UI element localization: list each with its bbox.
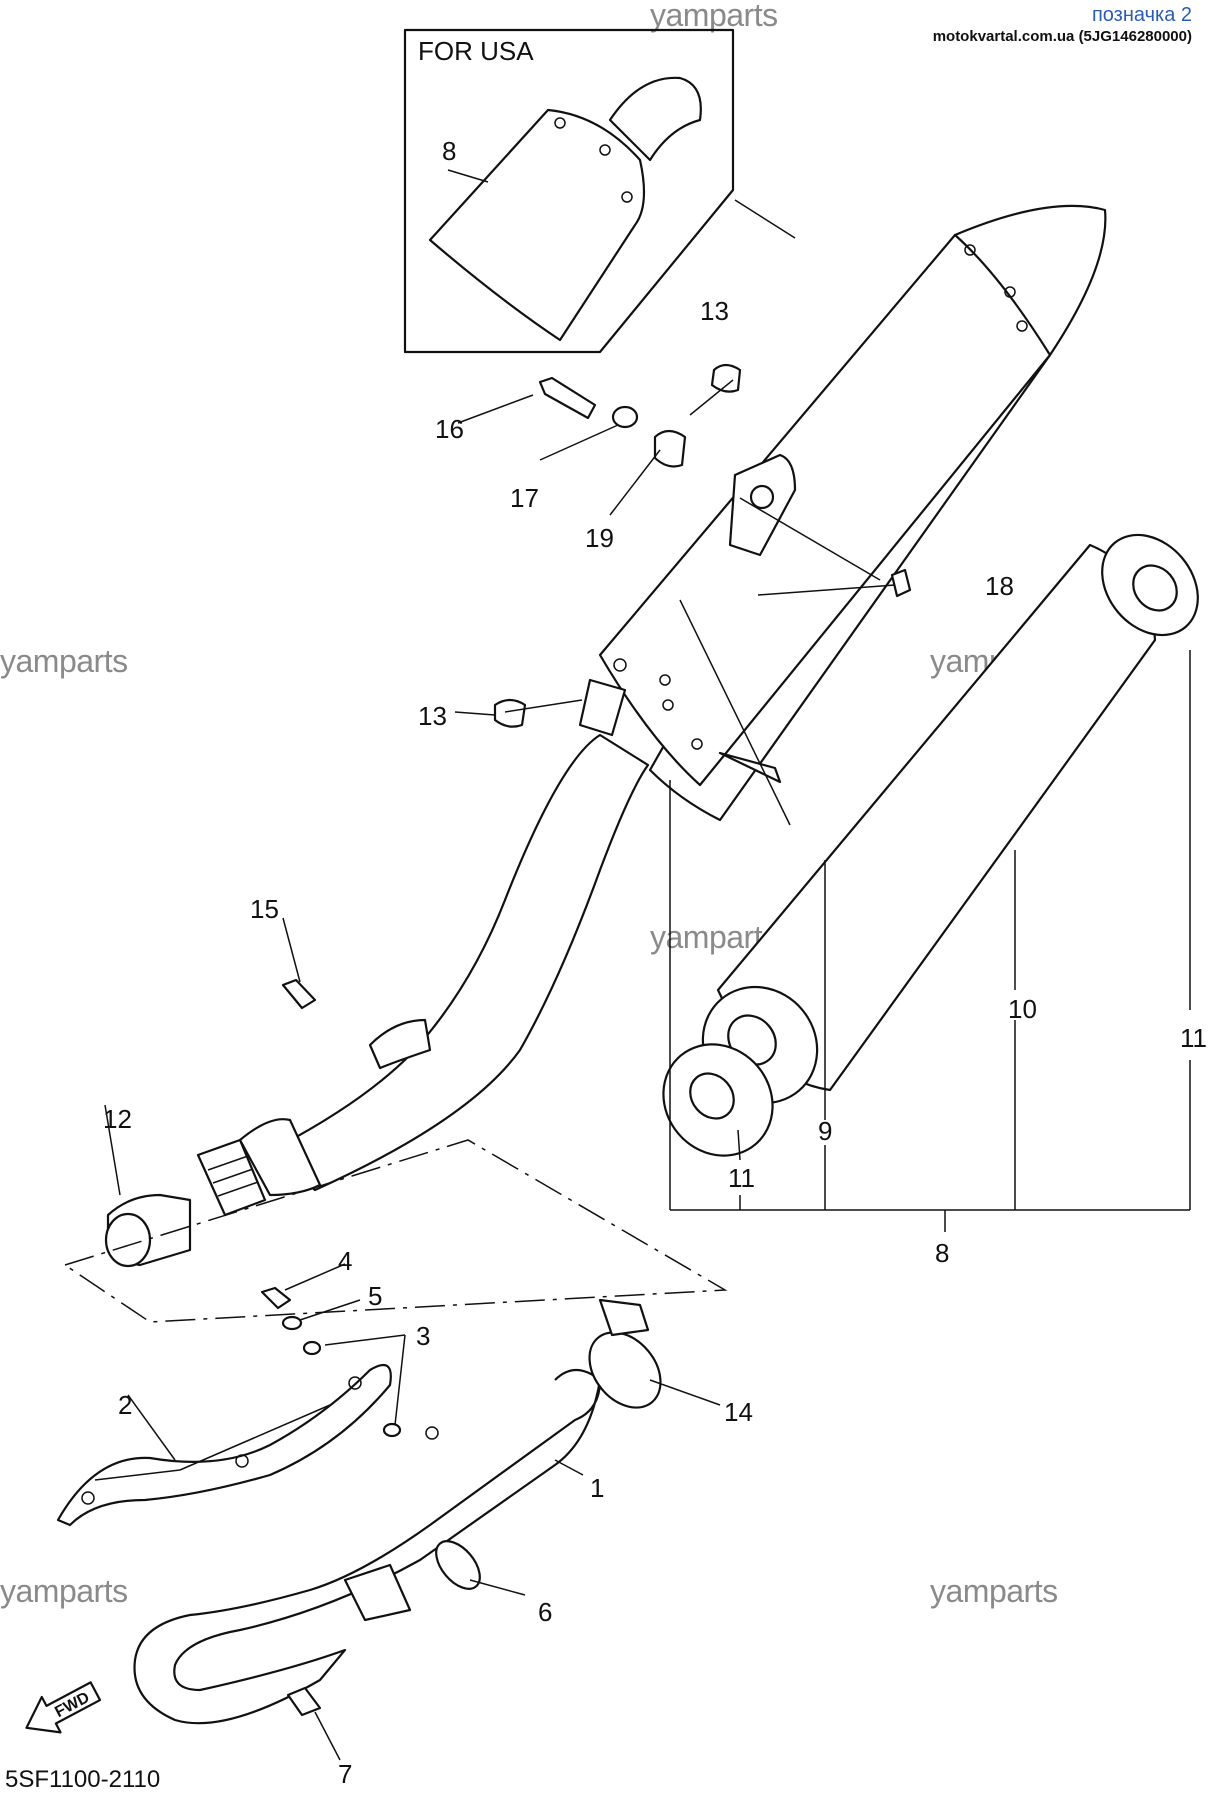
link-pipe-bracket — [368, 1018, 432, 1070]
link-pipe-body — [266, 733, 650, 1192]
pipe-joint-tab — [578, 678, 627, 737]
label-part-1: 1 — [590, 1473, 604, 1503]
part-3-washer-b — [382, 1422, 402, 1438]
label-part-11-lower: 11 — [728, 1163, 755, 1193]
label-part-8: 8 — [935, 1238, 949, 1268]
label-part-18: 18 — [985, 571, 1014, 601]
inset-label: FOR USA — [418, 36, 534, 66]
label-part-7: 7 — [338, 1759, 352, 1789]
label-part-15: 15 — [250, 894, 279, 924]
diagram-code: 5SF1100-2110 — [5, 1766, 160, 1793]
clamp-bolt-head — [598, 1298, 650, 1337]
part-16-bolt — [538, 376, 597, 420]
inset-part-8: 8 — [442, 136, 456, 166]
label-part-11-right: 11 — [1180, 1023, 1207, 1053]
label-part-13-mid: 13 — [418, 701, 447, 731]
heat-protector — [56, 1363, 392, 1527]
label-part-12: 12 — [103, 1104, 132, 1134]
inset-muffler-end — [428, 108, 646, 342]
exhaust-header-pipe — [133, 1368, 602, 1725]
gasket-12 — [104, 1193, 192, 1268]
label-part-6: 6 — [538, 1597, 552, 1627]
part-18-bolt — [890, 568, 912, 598]
label-part-2: 2 — [118, 1390, 132, 1420]
label-part-4: 4 — [338, 1246, 352, 1276]
link-pipe — [196, 678, 650, 1217]
part-5-washer — [281, 1315, 303, 1331]
muffler-body — [598, 233, 1052, 787]
header-link[interactable]: позначка 2 motokvartal.com.ua (5JG146280… — [933, 4, 1192, 48]
watermark-top: yamparts — [650, 0, 778, 33]
watermark-left-lower: yamparts — [0, 1573, 128, 1609]
part-3-washer-a — [302, 1340, 322, 1356]
label-part-17: 17 — [510, 483, 539, 513]
header-flange — [343, 1563, 412, 1622]
group-outline — [64, 1139, 728, 1323]
header-subtitle: motokvartal.com.ua (5JG146280000) — [932, 28, 1192, 45]
header-gasket-ring — [435, 1540, 481, 1590]
for-usa-inset: FOR USA 8 — [403, 28, 796, 354]
part-4-bolt — [260, 1286, 292, 1310]
label-part-13-top: 13 — [700, 296, 729, 326]
link-pipe-spring-clip — [196, 1138, 267, 1217]
label-part-16: 16 — [435, 414, 464, 444]
leader-lines — [104, 379, 1191, 1761]
watermark-right-lower: yamparts — [930, 1573, 1058, 1609]
part-15-bolt — [281, 978, 317, 1010]
link-pipe-collar — [238, 1118, 322, 1197]
label-part-5: 5 — [368, 1281, 382, 1311]
part-17-washer — [611, 405, 639, 429]
clamp-14 — [588, 1298, 662, 1409]
clamp-band — [588, 1331, 662, 1409]
watermark-left-upper: yamparts — [0, 643, 128, 679]
exhaust-header — [133, 1368, 602, 1725]
inset-frame — [403, 28, 735, 354]
inset-tailpipe — [608, 76, 702, 162]
part-13-lower-grommet — [493, 698, 527, 728]
fwd-arrow-icon: FWD — [25, 1681, 102, 1734]
silencer-core — [662, 533, 1199, 1157]
inset-leader — [447, 169, 489, 183]
label-part-3: 3 — [416, 1321, 430, 1351]
part-19-collar — [653, 429, 687, 468]
label-part-19: 19 — [585, 523, 614, 553]
label-part-14: 14 — [724, 1397, 753, 1427]
label-part-9: 9 — [818, 1116, 832, 1146]
part-13-upper-grommet — [710, 363, 742, 393]
label-part-10: 10 — [1008, 994, 1037, 1024]
part-7-bolt — [286, 1686, 322, 1717]
muffler-assembly — [598, 204, 1107, 822]
header-title: позначка 2 — [1091, 4, 1192, 26]
